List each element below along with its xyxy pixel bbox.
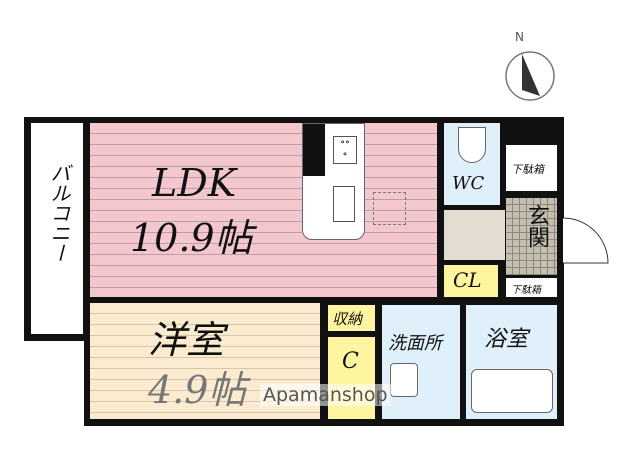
ldk-size: 10.9帖	[130, 216, 253, 260]
entrance-door-icon	[563, 217, 609, 264]
room-wc: WC	[444, 123, 500, 205]
room-western: 洋室 4.9帖	[90, 303, 320, 419]
north-label: N	[515, 30, 524, 44]
compass: N	[500, 30, 560, 105]
western-label: 洋室	[148, 318, 225, 362]
room-washroom: 洗面所	[382, 305, 460, 419]
shoe-box-top-label: 下駄箱	[511, 163, 544, 176]
watermark: Apamanshop	[260, 384, 391, 406]
toilet-icon	[458, 127, 486, 163]
washroom-label: 洗面所	[388, 333, 442, 354]
room-storage: 収納	[328, 305, 375, 331]
room-ldk: LDK 10.9帖	[90, 123, 437, 297]
balcony-label: バルコニー	[47, 163, 71, 263]
kitchen-counter: ∘∘∘	[302, 123, 365, 240]
western-size: 4.9帖	[148, 368, 247, 412]
compass-icon	[505, 51, 555, 101]
shoe-box-bottom-label: 下駄箱	[511, 285, 541, 296]
bathroom-label: 浴室	[484, 327, 529, 352]
room-closet-c: C	[328, 337, 375, 419]
shoe-box-top: 下駄箱	[506, 145, 557, 191]
sink-icon	[333, 186, 355, 222]
washbasin-icon	[390, 363, 418, 397]
shoe-box-bottom: 下駄箱	[506, 278, 557, 297]
storage-label: 収納	[332, 310, 363, 328]
refrigerator-space-icon	[373, 192, 406, 225]
hallway	[444, 210, 505, 260]
entrance-label: 玄関	[524, 204, 549, 248]
room-entrance: 玄関	[506, 198, 557, 275]
wc-label: WC	[452, 173, 485, 194]
closet-c-label: C	[342, 349, 359, 374]
stove-icon: ∘∘∘	[333, 136, 357, 164]
kitchen-wall	[303, 124, 325, 176]
room-bathroom: 浴室	[466, 305, 557, 419]
room-closet-cl: CL	[444, 265, 498, 297]
closet-cl-label: CL	[453, 268, 482, 292]
ldk-label: LDK	[152, 161, 237, 205]
balcony: バルコニー	[31, 123, 83, 334]
bathtub-icon	[471, 369, 553, 413]
